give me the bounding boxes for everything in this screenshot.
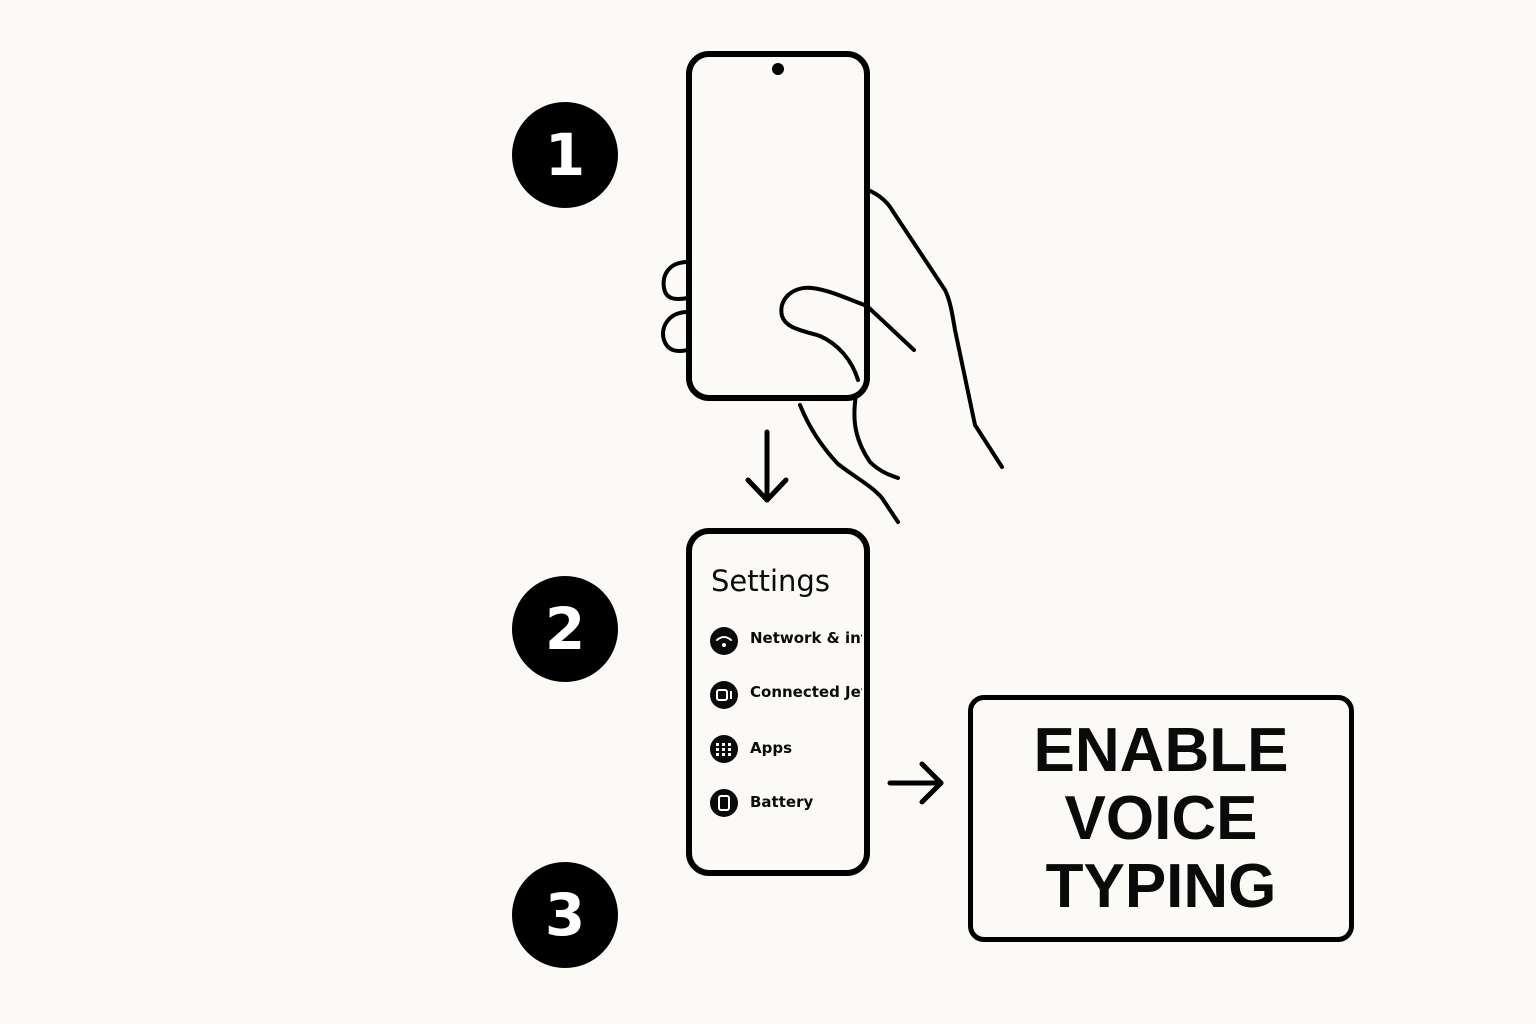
step-1-number: 1 <box>544 121 586 189</box>
right-arrow-icon <box>887 761 944 805</box>
finger-2-icon <box>661 310 690 353</box>
hand-outline-icon <box>866 188 1004 469</box>
down-arrow-icon <box>745 429 789 503</box>
step-3-badge: 3 <box>512 862 618 968</box>
wifi-icon <box>710 627 738 655</box>
battery-icon <box>710 789 738 817</box>
step-2-number: 2 <box>544 595 586 663</box>
thumb-base-line <box>865 304 916 352</box>
phone-top-icon <box>686 51 870 401</box>
device-shape <box>716 689 728 701</box>
step-2-badge: 2 <box>512 576 618 682</box>
step-3-number: 3 <box>544 881 586 949</box>
enable-voice-typing-box: ENABLE VOICE TYPING <box>968 695 1354 942</box>
settings-item-battery[interactable]: Battery <box>710 789 813 817</box>
apps-dots <box>716 743 731 756</box>
wifi-arc <box>716 636 732 641</box>
battery-shape <box>718 795 730 811</box>
settings-item-label: Connected Jevic <box>750 683 885 701</box>
wrist-line-icon <box>798 403 900 524</box>
palm-line-icon <box>852 393 900 480</box>
settings-phone-frame <box>686 528 870 876</box>
settings-item-apps[interactable]: Apps <box>710 735 792 763</box>
settings-item-network[interactable]: Network & inter <box>710 627 886 655</box>
enable-line: ENABLE <box>1033 715 1289 785</box>
voice-line: VOICE <box>1064 783 1258 853</box>
connected-devices-icon <box>710 681 738 709</box>
wifi-dot <box>722 643 726 647</box>
settings-title: Settings <box>711 564 830 598</box>
settings-item-connected-devices[interactable]: Connected Jevic <box>710 681 885 709</box>
settings-item-label: Battery <box>750 793 813 811</box>
finger-1-icon <box>661 260 690 301</box>
phone-camera-icon <box>772 63 784 75</box>
typing-line: TYPING <box>1045 851 1277 921</box>
settings-item-label: Apps <box>750 739 792 757</box>
settings-phone: Settings Network & inter Connected Jevic <box>686 528 886 876</box>
step-1-badge: 1 <box>512 102 618 208</box>
phone-in-hand-illustration <box>661 51 1004 524</box>
settings-item-label: Network & inter <box>750 629 886 647</box>
thumb-icon <box>779 285 869 382</box>
